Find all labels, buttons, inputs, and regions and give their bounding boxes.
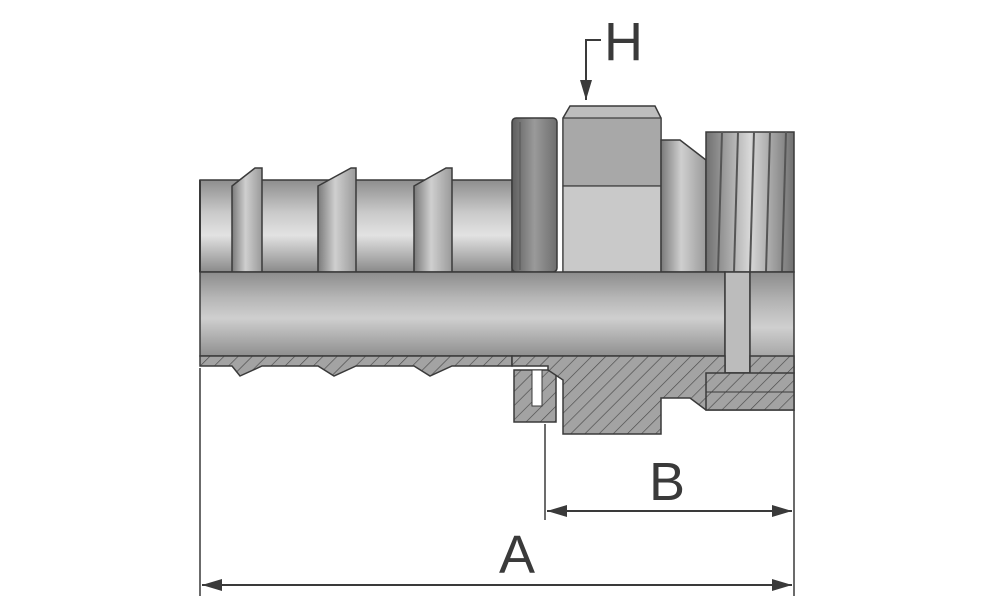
dim-a-label: A <box>499 525 535 585</box>
barb-ridge <box>413 167 453 273</box>
hex-nut <box>562 105 662 273</box>
section-stem <box>199 355 513 377</box>
barb-ridge <box>317 167 357 273</box>
dim-b-label: B <box>649 452 685 512</box>
dim-b: B <box>544 410 795 596</box>
neck <box>660 139 707 273</box>
barb-ridge <box>231 167 263 273</box>
collar-ring <box>511 117 558 273</box>
bore <box>199 271 795 374</box>
section-view <box>199 355 795 435</box>
dim-h: H <box>580 12 643 100</box>
male-thread <box>705 131 795 273</box>
dim-a: A <box>199 368 792 596</box>
dim-h-label: H <box>604 12 643 72</box>
barb-ridges <box>231 167 453 273</box>
